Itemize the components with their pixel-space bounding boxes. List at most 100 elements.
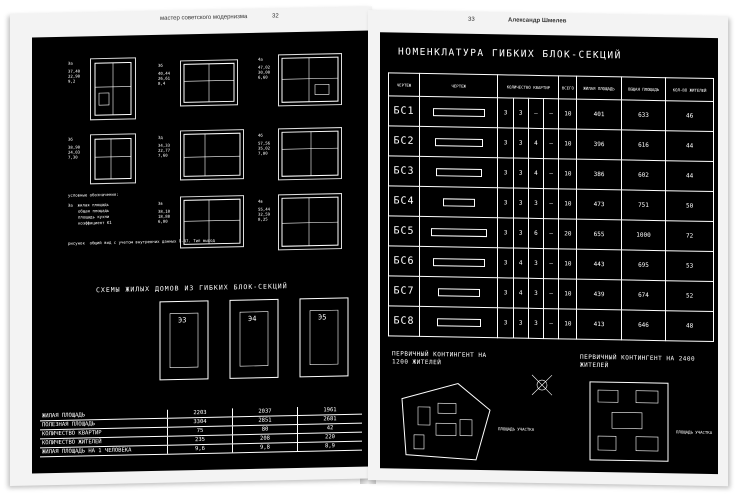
left-running-header: мастер советского модернизма [160,14,248,22]
plan-label: Эа [68,60,73,66]
cell: 10 [558,248,577,280]
right-running-header: Александр Шмелев [508,17,567,25]
plan-label: 3д [158,134,163,140]
legend-line: коэффициент К1 [78,219,112,226]
plan-value: 7,30 [68,154,78,160]
legend-line: площадь кухни [78,213,110,220]
cell: 3 [528,188,544,219]
section-code: БС5 [388,215,420,247]
left-page: мастер советского модернизма 32 Эа 37,40… [10,6,372,487]
plan-value: 6,60 [258,74,268,80]
cell: 3 [497,187,514,219]
section-code: БС1 [388,95,420,127]
plan-value: 7,80 [258,150,268,156]
plan-value: 8,4 [158,80,166,86]
cell: 3 [497,277,514,309]
cell: 3 [513,188,529,219]
cell: 401 [576,99,622,130]
cell: 3 [513,218,529,249]
cell: 3 [497,307,514,339]
cell: 48 [665,310,714,342]
cell: 439 [576,279,622,310]
column-header: ВСЕГО [558,75,577,100]
section-code: БС4 [388,185,420,217]
cell: – [543,248,559,279]
section-drawing [419,156,498,188]
stats-value: 9,8 [232,442,298,453]
cell: 1000 [621,219,666,251]
cell: 633 [621,99,666,131]
plan-value: 7,60 [158,152,168,158]
cell: 3 [497,247,514,279]
schemes-title: СХЕМЫ ЖИЛЫХ ДОМОВ ИЗ ГИБКИХ БЛОК-СЕКЦИЙ [96,282,288,295]
section-drawing [419,126,498,158]
plan-value: 6,80 [158,218,168,224]
column-header: КОЛИЧЕСТВО КВАРТИР [497,74,559,99]
apartment-plan [278,127,342,181]
cell: 4 [528,158,544,189]
plan-label: 3в [158,200,163,206]
cell: 10 [558,98,577,130]
section-code: БС8 [388,305,420,337]
cell: – [543,218,559,249]
section-code: БС7 [388,275,420,307]
cell: 20 [558,218,577,250]
section-code: БС6 [388,245,420,277]
stats-value: 8,9 [297,441,362,452]
cell: 3 [497,97,514,129]
column-header: КОЛ-ВО ЖИТЕЛЕЙ [665,77,714,102]
cell: 3 [513,308,529,339]
cell: – [543,188,559,219]
legend-line: общая площадь [78,207,110,214]
right-black-panel: НОМЕНКЛАТУРА ГИБКИХ БЛОК-СЕКЦИЙ ЧЕРТЕЖ Ч… [380,32,718,475]
section-drawing [419,246,498,278]
section-drawing [419,276,498,308]
cell: 3 [497,127,514,159]
plan-label: 3б [158,62,163,68]
cell: 10 [558,308,577,340]
cell: 3 [528,278,544,309]
stats-label: ЖИЛАЯ ПЛОЩАДЬ НА 1 ЧЕЛОВЕКА [40,445,168,457]
section-drawing [419,306,498,338]
cell: 46 [665,100,714,132]
cell: – [543,308,559,339]
cell: 3 [513,98,529,129]
cell: 4 [513,278,529,309]
stats-value: 9,6 [167,443,233,455]
apartment-plan [278,53,342,107]
cell: 655 [576,219,622,250]
cell: – [528,98,544,129]
left-black-panel: Эа 37,40 22,90 9,2 3б 40,44 26,61 8,4 4а… [32,30,370,474]
cell: 10 [558,128,577,160]
cell: 72 [665,220,714,252]
plan-label: 3б [68,136,73,142]
scheme-label: Э3 [178,316,187,325]
apartment-plan [90,57,136,121]
cell: – [543,128,559,159]
apartment-plan [180,59,238,107]
cell: 44 [665,130,714,162]
cell: 6 [528,218,544,249]
cell: 4 [513,248,529,279]
layout-caption: ПЕРВИЧНЫЙ КОНТИНГЕНТ НА 2400 ЖИТЕЛЕЙ [580,353,696,370]
cell: 10 [558,278,577,310]
cell: 616 [621,129,666,161]
cell: 50 [665,190,714,222]
apartment-plan [90,133,136,185]
cell: 3 [528,248,544,279]
cell: 473 [576,189,622,220]
site-plan-2400 [589,381,669,462]
cell: – [543,98,559,129]
layout-caption: ПЕРВИЧНЫЙ КОНТИНГЕНТ НА 1200 ЖИТЕЛЕЙ [392,350,487,367]
section-code: БС2 [388,125,420,157]
plan-value: 8,25 [258,216,268,222]
scheme-drawing [159,300,209,381]
apartment-plan [180,129,244,181]
cell: 53 [665,250,714,282]
plan-label: 4б [258,132,263,138]
cell: 674 [621,279,666,311]
apartment-plan [180,195,244,249]
section-drawing [419,186,498,218]
